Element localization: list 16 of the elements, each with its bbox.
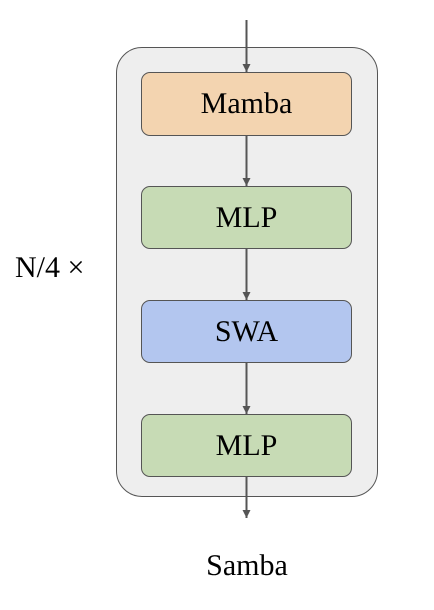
arrow xyxy=(242,249,250,300)
block-label: MLP xyxy=(216,428,278,462)
repeat-label: N/4 × xyxy=(15,251,84,285)
arrow xyxy=(242,20,250,72)
mamba-block xyxy=(141,72,352,136)
arrow xyxy=(242,477,250,518)
block-label: Mamba xyxy=(200,87,292,121)
swa-block xyxy=(141,300,352,363)
caption: Samba xyxy=(205,549,289,583)
mlp-block xyxy=(141,186,352,249)
block-label: MLP xyxy=(216,200,278,234)
arrow xyxy=(242,363,250,414)
group-container xyxy=(116,47,378,497)
block-label: SWA xyxy=(214,314,278,348)
mlp-block xyxy=(141,414,352,477)
arrow xyxy=(242,136,250,186)
